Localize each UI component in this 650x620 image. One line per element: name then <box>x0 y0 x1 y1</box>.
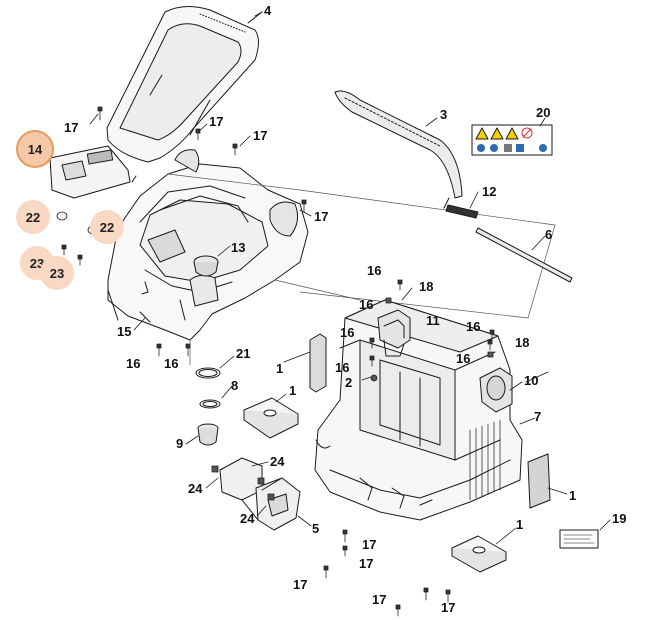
bracket-part-11 <box>377 309 411 357</box>
callout-badge-label: 22 <box>99 219 115 235</box>
callout-17-i: 17 <box>441 600 456 615</box>
label-part-19 <box>559 529 599 549</box>
callout-badge-label: 22 <box>25 209 41 225</box>
callout-badge-23-right: 23 <box>40 256 74 290</box>
callout-17-c: 17 <box>253 128 268 143</box>
pad-part-1-bottom <box>451 535 507 573</box>
callout-17-h: 17 <box>372 592 387 607</box>
callout-4: 4 <box>264 3 272 18</box>
callout-3: 3 <box>440 107 448 122</box>
ring-part-21 <box>195 367 221 379</box>
cap-part-13 <box>193 255 219 277</box>
callout-badge-label: 14 <box>27 141 43 157</box>
callout-24-b: 24 <box>270 454 285 469</box>
callout-1-a: 1 <box>276 361 284 376</box>
callout-16-f: 16 <box>335 360 350 375</box>
curved-strip-part-3 <box>334 90 463 199</box>
callout-10: 10 <box>524 373 539 388</box>
callout-5: 5 <box>312 521 320 536</box>
callout-21: 21 <box>236 346 251 361</box>
callout-13: 13 <box>231 240 246 255</box>
callout-16-g: 16 <box>466 319 481 334</box>
screws <box>56 106 495 617</box>
callout-16-c: 16 <box>367 263 382 278</box>
callout-17-a: 17 <box>64 120 79 135</box>
callout-16-b: 16 <box>164 356 179 371</box>
callout-9: 9 <box>176 436 184 451</box>
callout-badge-14: 14 <box>16 130 54 168</box>
callout-18-a: 18 <box>419 279 434 294</box>
callout-16-h: 16 <box>456 351 471 366</box>
callout-24-a: 24 <box>188 481 203 496</box>
handle-part-5 <box>219 457 301 531</box>
callout-11: 11 <box>426 313 440 328</box>
lower-chassis-part-7 <box>314 299 523 521</box>
callout-19: 19 <box>612 511 627 526</box>
callout-6: 6 <box>545 227 553 242</box>
callout-18-b: 18 <box>515 335 530 350</box>
callout-7: 7 <box>534 409 542 424</box>
socket-part-9 <box>197 423 219 446</box>
callout-1-c: 1 <box>569 488 577 503</box>
callout-8: 8 <box>231 378 239 393</box>
callout-17-g: 17 <box>293 577 308 592</box>
callout-17-d: 17 <box>314 209 329 224</box>
warning-label-part-20 <box>471 124 553 156</box>
callout-20: 20 <box>536 105 551 120</box>
small-cover-part-14 <box>49 145 137 199</box>
callout-16-e: 16 <box>340 325 355 340</box>
callout-15: 15 <box>117 324 132 339</box>
callout-17-e: 17 <box>362 537 377 552</box>
clip-part-12 <box>443 197 479 219</box>
callout-24-c: 24 <box>240 511 255 526</box>
ring-part-8 <box>199 399 221 409</box>
pad-part-1-right <box>527 453 551 509</box>
callout-17-b: 17 <box>209 114 224 129</box>
callout-1-b: 1 <box>289 383 297 398</box>
callout-16-d: 16 <box>359 297 374 312</box>
hood-cover-part-4 <box>106 6 263 163</box>
callout-badge-22-right: 22 <box>90 210 124 244</box>
bracket-part-10 <box>479 367 513 413</box>
callout-16-a: 16 <box>126 356 141 371</box>
rod-part-6 <box>475 227 573 283</box>
pad-part-1-square <box>243 397 299 439</box>
callout-17-f: 17 <box>359 556 374 571</box>
callout-badge-22-left: 22 <box>16 200 50 234</box>
pad-part-1-left <box>309 333 327 393</box>
callout-1-d: 1 <box>516 517 524 532</box>
callout-badge-label: 23 <box>49 265 65 281</box>
callout-2: 2 <box>345 375 353 390</box>
callout-12: 12 <box>482 184 497 199</box>
callout-leaders <box>89 11 611 545</box>
upper-housing-part-15 <box>107 149 309 341</box>
